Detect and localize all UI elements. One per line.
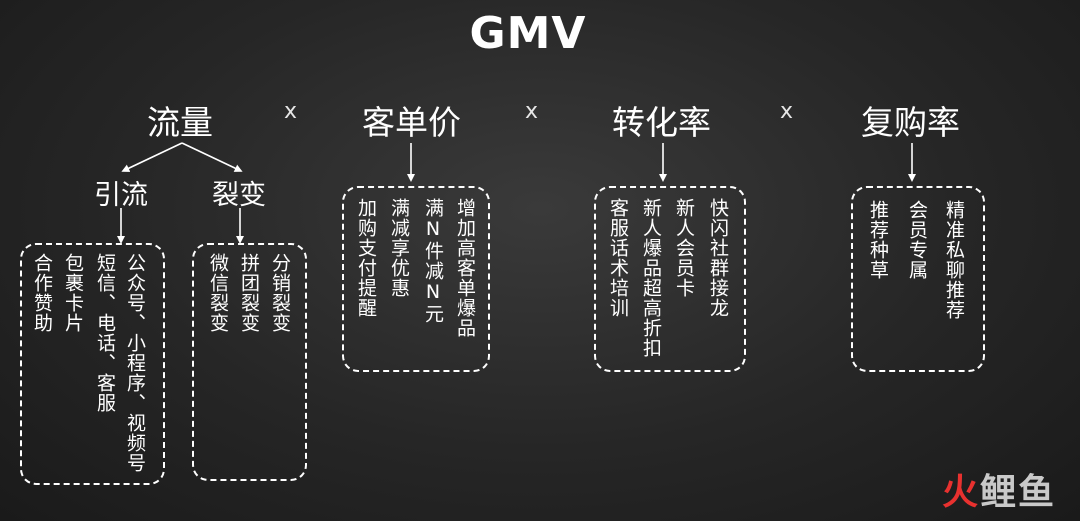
arrow-traffic-to-attract xyxy=(121,142,183,172)
page-title: GMV xyxy=(469,8,587,59)
box-attract-traffic: 公众号、小程序、视频号 短信、电话、客服 包裹卡片 合作赞助 xyxy=(20,243,165,485)
factor-conversion-rate: 转化率 xyxy=(612,103,711,142)
list-item: 新人爆品超高折扣 xyxy=(640,198,662,358)
list-item: 微信裂变 xyxy=(207,253,229,333)
box-average-order-value: 增加高客单爆品 满N件减N元 满减享优惠 加购支付提醒 xyxy=(342,186,490,372)
multiply-sign-1: x xyxy=(284,99,298,124)
list-item: 精准私聊推荐 xyxy=(943,200,965,320)
list-item: 包裹卡片 xyxy=(62,253,84,333)
logo-part-2: 鲤鱼 xyxy=(979,472,1056,513)
logo-part-1: 火 xyxy=(941,472,980,513)
box-repurchase-rate: 精准私聊推荐 会员专属 推荐种草 xyxy=(851,186,985,372)
factor-average-order-value: 客单价 xyxy=(362,103,461,142)
list-item: 增加高客单爆品 xyxy=(454,198,476,338)
list-item: 客服话术培训 xyxy=(607,198,629,318)
list-item: 加购支付提醒 xyxy=(355,198,377,318)
list-item: 公众号、小程序、视频号 xyxy=(124,253,146,473)
list-item: 合作赞助 xyxy=(31,253,53,333)
list-item: 拼团裂变 xyxy=(238,253,260,333)
list-item: 满减享优惠 xyxy=(388,198,410,298)
list-item: 满N件减N元 xyxy=(422,198,444,324)
list-item: 短信、电话、客服 xyxy=(94,253,116,413)
factor-traffic: 流量 xyxy=(147,103,213,142)
branch-fission: 裂变 xyxy=(212,180,266,211)
box-conversion-rate: 快闪社群接龙 新人会员卡 新人爆品超高折扣 客服话术培训 xyxy=(594,186,746,372)
list-item: 快闪社群接龙 xyxy=(707,198,729,318)
list-item: 分销裂变 xyxy=(269,253,291,333)
multiply-sign-2: x xyxy=(525,99,539,124)
brand-logo: 火鲤鱼 xyxy=(942,463,1056,515)
multiply-sign-3: x xyxy=(780,99,794,124)
box-fission: 分销裂变 拼团裂变 微信裂变 xyxy=(192,243,307,481)
arrow-traffic-to-fission xyxy=(181,142,243,172)
branch-attract-traffic: 引流 xyxy=(94,180,148,211)
list-item: 会员专属 xyxy=(906,200,928,280)
factor-repurchase-rate: 复购率 xyxy=(861,103,960,142)
list-item: 推荐种草 xyxy=(867,200,889,280)
list-item: 新人会员卡 xyxy=(673,198,695,298)
